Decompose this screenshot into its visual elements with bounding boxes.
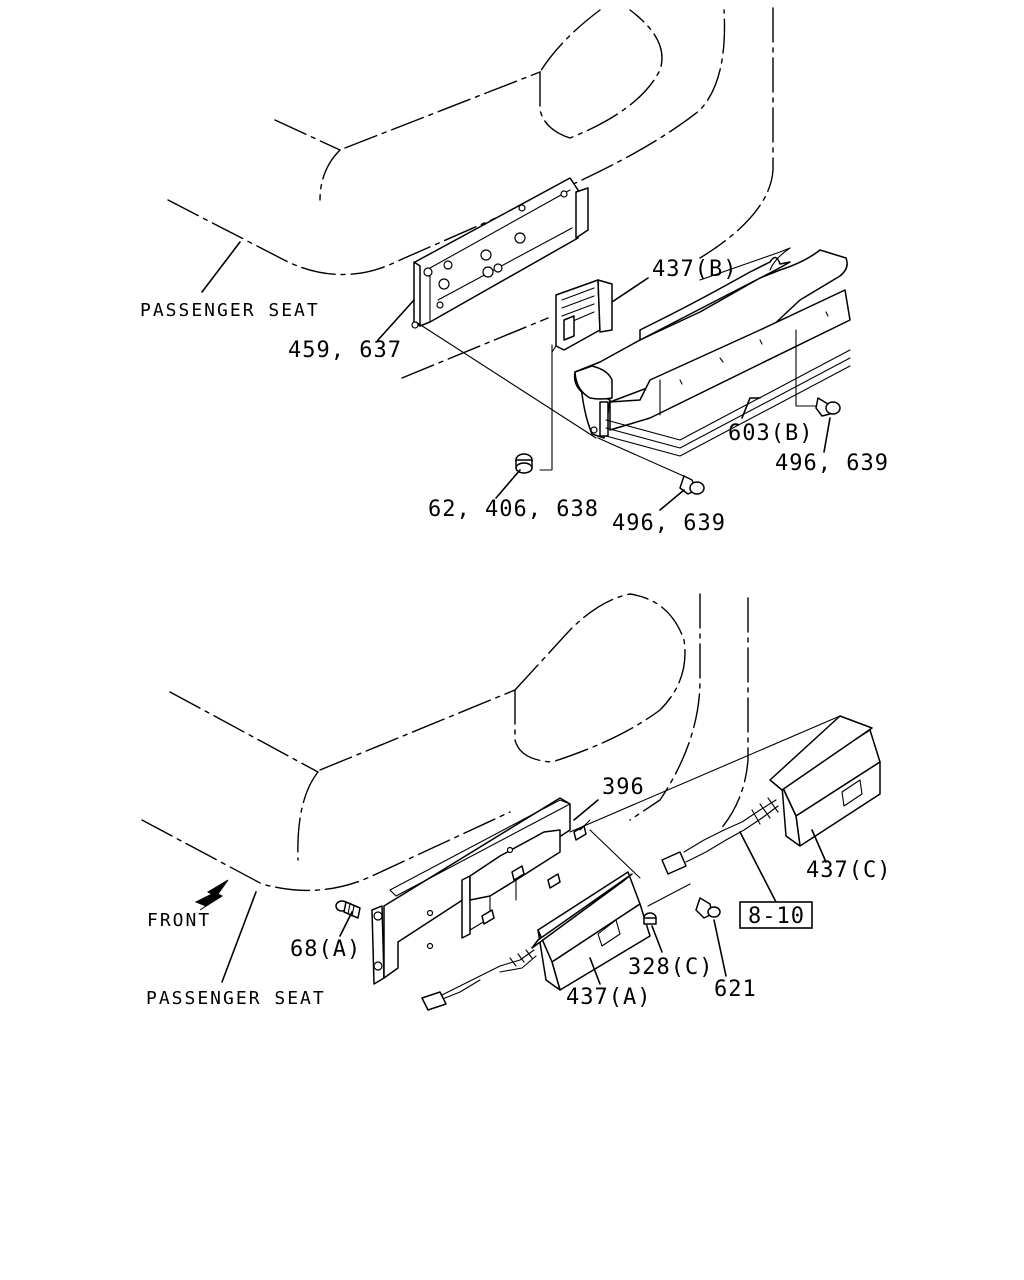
nut-328c [643,912,657,925]
leader-496-639-bottom [659,489,685,511]
top-passenger-seat-label: PASSENGER SEAT [140,300,320,321]
bracket-396 [371,797,571,985]
label-496-639-right: 496, 639 [775,451,889,476]
screw-68a [335,900,361,919]
top-leader-armrest-to-bolt [597,437,689,479]
armrest-603b [573,247,851,457]
label-621: 621 [714,977,757,1002]
label-437b: 437(B) [652,257,737,282]
top-leader-bracket-to-nut [539,344,553,471]
label-496-639-bottom: 496, 639 [612,511,726,536]
module-437c [661,715,881,875]
bottom-guide-line-3 [647,883,691,907]
leader-496-639-right [823,417,831,453]
label-396: 396 [602,775,645,800]
leader-68a [339,911,353,937]
leader-passenger-seat-top [201,241,241,293]
front-arrow-icon [194,879,229,911]
label-62-406-638: 62, 406, 638 [428,497,599,522]
top-leader-plate-to-armrest [415,321,597,439]
label-437a: 437(A) [566,985,651,1010]
bottom-seat-outline [141,593,749,892]
bolt-496-right [815,397,841,417]
reference-box-label: 8-10 [748,904,805,929]
leader-621 [713,919,727,977]
label-437c: 437(C) [806,858,891,883]
leader-62-406-638 [495,469,521,499]
leader-passenger-seat-bottom [221,891,257,983]
bottom-passenger-seat-label: PASSENGER SEAT [146,988,326,1009]
bottom-guide-line-2 [589,829,641,879]
top-seat-outline [167,7,774,379]
top-assembly: PASSENGER SEAT 437(B) 459, 637 603(B) 49… [140,7,889,536]
reference-box-8-10[interactable]: 8-10 [739,901,813,929]
leader-8-10 [739,831,777,903]
mounting-plate-459 [411,177,589,329]
bracket-437b [551,279,613,353]
bottom-guide-line [569,715,841,833]
nut-62 [515,453,533,474]
module-437a [421,871,651,1011]
bottom-assembly: 8-10 PASSENGER SEAT FRONT 396 437(C) 68(… [141,593,891,1011]
front-label: FRONT [147,910,211,931]
label-328c: 328(C) [628,955,713,980]
leader-396 [573,799,599,821]
leader-437b [611,277,649,303]
leader-328c [651,925,663,953]
leader-603b [741,397,761,419]
label-603b: 603(B) [728,421,813,446]
label-68a: 68(A) [290,937,361,962]
label-459-637: 459, 637 [288,338,402,363]
bolt-621 [695,897,721,919]
leader-437a [589,957,601,985]
leader-437c [811,829,827,863]
leader-459-637 [377,299,415,341]
